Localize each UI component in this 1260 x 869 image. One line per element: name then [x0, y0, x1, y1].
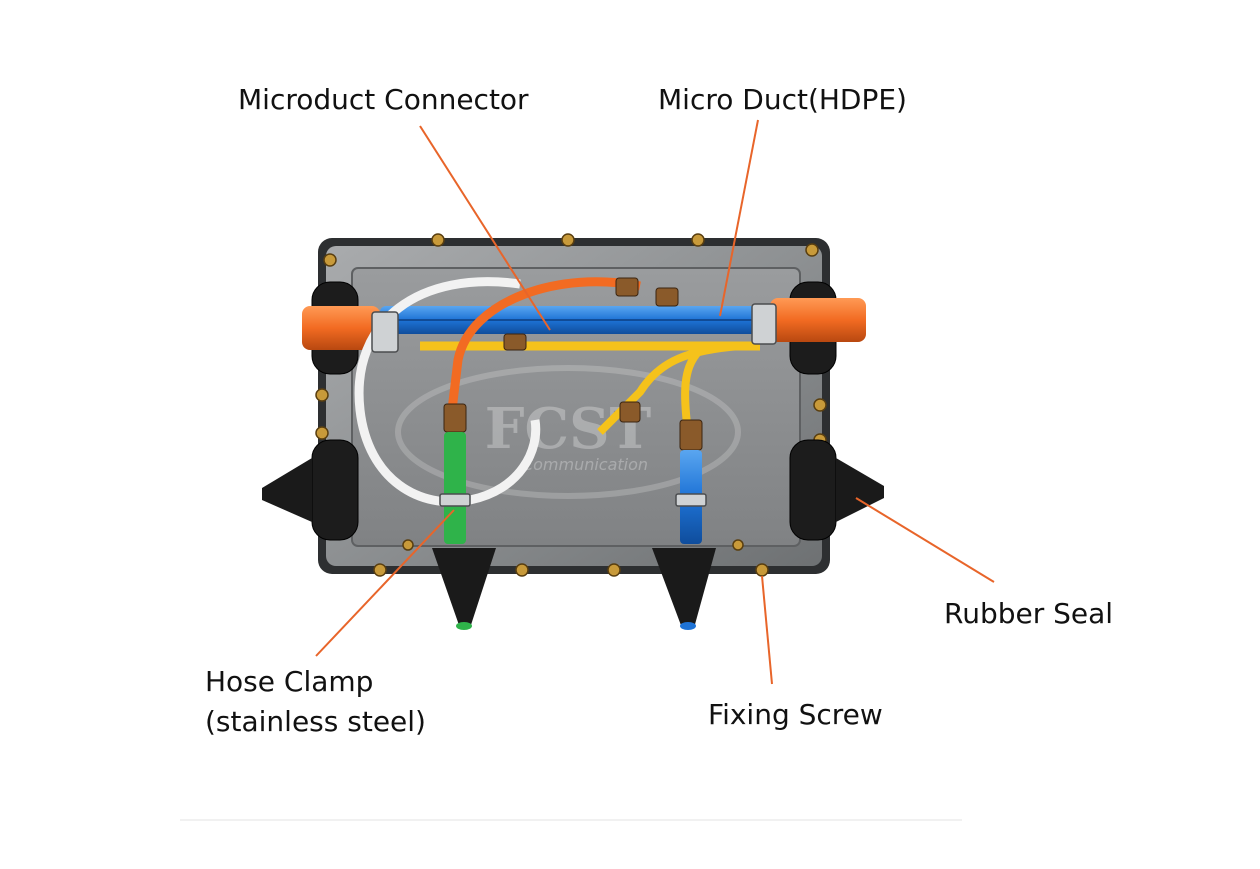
yellow-duct-branch — [597, 342, 741, 435]
label-micro-duct-hdpe: Micro Duct(HDPE) — [658, 83, 907, 116]
hose-clamps — [371, 303, 777, 507]
label-microduct-connector: Microduct Connector — [238, 83, 529, 116]
rubber-seal-bottom-left — [432, 548, 496, 628]
rubber-seal-left — [262, 458, 312, 522]
orange-micro-loop — [447, 277, 641, 411]
label-fixing-screw: Fixing Screw — [708, 698, 883, 731]
label-rubber-seal: Rubber Seal — [944, 597, 1114, 630]
label-hose-clamp: Hose Clamp (stainless steel) — [205, 662, 426, 742]
green-port-cap — [456, 622, 472, 630]
label-hose-clamp-line1: Hose Clamp — [205, 665, 374, 698]
leader-lines — [315, 119, 995, 685]
rubber-seal-bottom-right — [652, 548, 716, 628]
green-drop-duct — [444, 432, 466, 544]
label-hose-clamp-line2: (stainless steel) — [205, 705, 426, 738]
watermark-sub: Communication — [522, 455, 648, 474]
fixing-screws — [315, 233, 827, 577]
microduct-connectors — [443, 277, 703, 451]
orange-duct-left — [302, 306, 380, 350]
blue-port-cap — [680, 622, 696, 630]
white-micro-loop — [354, 277, 541, 507]
rubber-seal-right — [836, 458, 884, 522]
orange-duct-right — [770, 298, 866, 342]
